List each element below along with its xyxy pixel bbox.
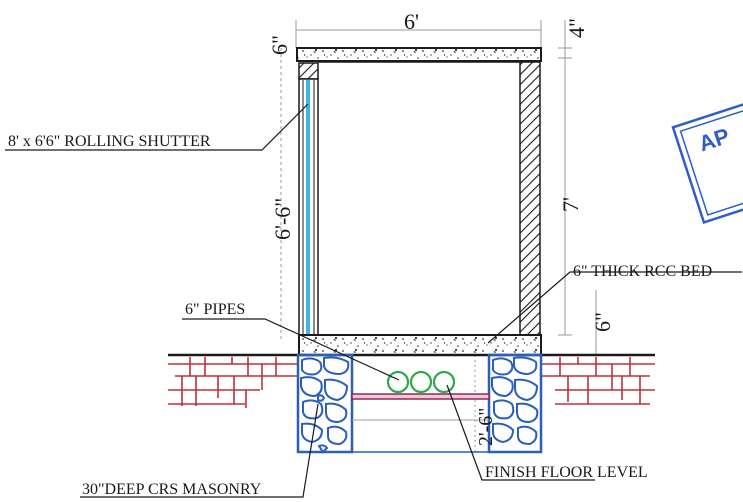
dim-top-slab: 4"	[564, 18, 589, 38]
dim-width: 6'	[404, 9, 419, 34]
dim-top-left: 6"	[267, 35, 292, 55]
label-rolling-shutter: 8' x 6'6" ROLLING SHUTTER	[8, 133, 211, 150]
structure	[296, 47, 542, 356]
lintel-block	[298, 62, 319, 80]
rcc-bed	[298, 334, 542, 356]
approval-stamp: AP	[671, 88, 743, 225]
brick-ground-left	[168, 357, 298, 408]
brick-ground-right	[541, 357, 655, 405]
dimension-lines	[280, 20, 597, 455]
label-finish-floor: FINISH FLOOR LEVEL	[485, 464, 648, 481]
label-rcc-bed: 6" THICK RCC BED	[573, 263, 712, 280]
pipes	[386, 370, 456, 394]
dim-bed-height: 6"	[590, 312, 615, 332]
stamp-text: AP	[696, 123, 733, 156]
label-pipes: 6" PIPES	[185, 301, 245, 318]
label-masonry: 30"DEEP CRS MASONRY	[82, 481, 262, 498]
pipe-3	[432, 370, 456, 394]
masonry-left	[296, 353, 354, 454]
dim-below-ground: 2'-6"	[475, 408, 497, 446]
dim-shutter-height: 6'-6"	[270, 198, 295, 240]
roof-slab	[296, 47, 542, 62]
leader-lines	[5, 103, 742, 498]
pipe-2	[409, 370, 433, 394]
right-wall	[519, 61, 541, 336]
pipe-1	[386, 370, 410, 394]
finish-floor-band	[351, 393, 490, 400]
dim-clear-height: 7'	[558, 197, 583, 212]
masonry-right	[487, 353, 543, 454]
